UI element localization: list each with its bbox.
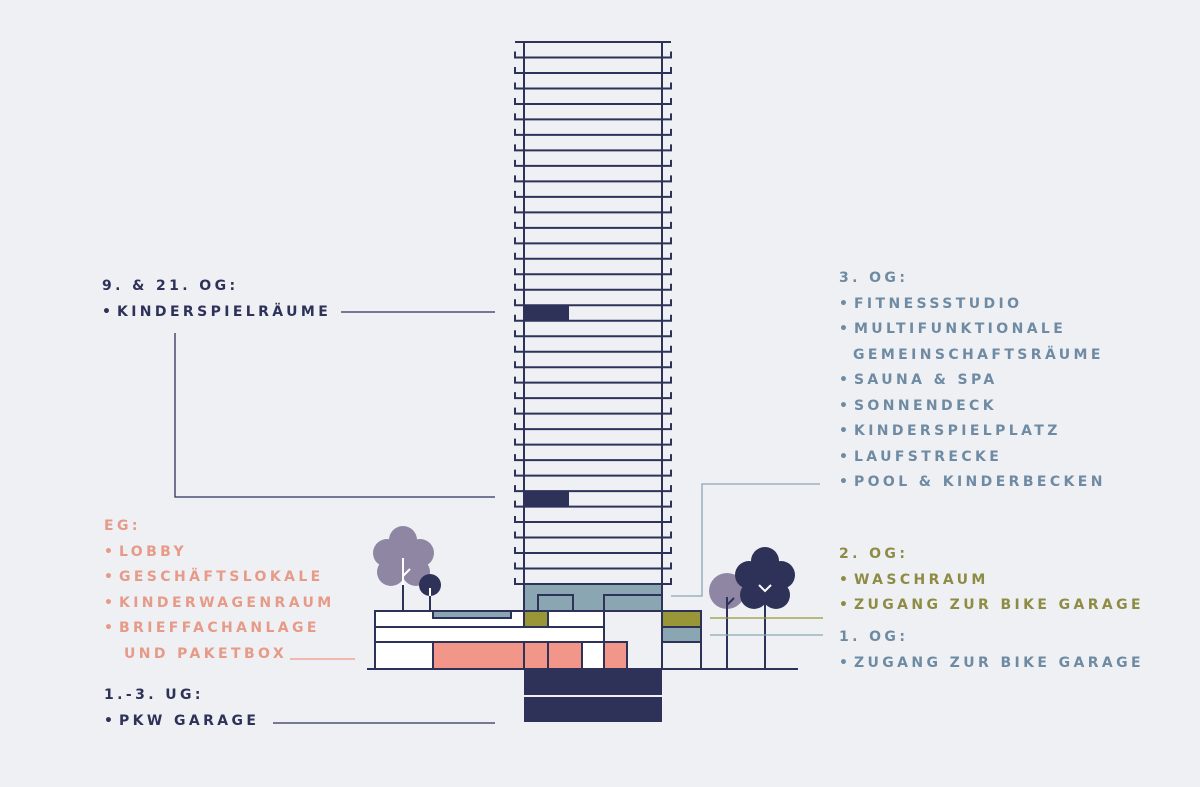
list-item: •SONNENDECK	[839, 397, 997, 414]
label-heading: 1.-3. UG:	[104, 687, 204, 703]
label-heading: 1. OG:	[839, 629, 909, 645]
leader-og3	[671, 483, 820, 597]
tower-base	[523, 584, 663, 670]
list-item: •SAUNA & SPA	[839, 372, 998, 388]
label-heading: 2. OG:	[839, 546, 909, 562]
tree-left-large	[373, 526, 434, 611]
label-eg: EG: •LOBBY •GESCHÄFTSLOKALE •KINDERWAGEN…	[104, 514, 335, 667]
bullet-icon: •	[104, 543, 113, 560]
bullet-icon: •	[104, 712, 113, 729]
label-heading: EG:	[104, 518, 141, 534]
label-heading: 9. & 21. OG:	[102, 278, 239, 294]
tree-right-large	[735, 547, 795, 669]
label-og-9-21: 9. & 21. OG: •KINDERSPIELRÄUME	[102, 274, 331, 325]
list-item: •PKW GARAGE	[104, 712, 260, 729]
list-item-continuation: UND PAKETBOX	[124, 645, 288, 662]
label-ug-1-3: 1.-3. UG: •PKW GARAGE	[104, 683, 259, 734]
bullet-icon: •	[839, 597, 848, 613]
list-item: •LOBBY	[104, 543, 187, 560]
label-og-2: 2. OG: •WASCHRAUM •ZUGANG ZUR BIKE GARAG…	[839, 542, 1144, 619]
list-item: •FITNESSSTUDIO	[839, 295, 1023, 312]
kinderspielraum-9og-block	[525, 491, 569, 506]
bullet-icon: •	[839, 372, 848, 388]
bullet-icon: •	[839, 397, 848, 414]
right-annex	[661, 610, 702, 670]
bullet-icon: •	[839, 321, 848, 337]
bullet-icon: •	[839, 571, 848, 588]
label-og-1: 1. OG: •ZUGANG ZUR BIKE GARAGE	[839, 625, 1144, 676]
bullet-icon: •	[104, 620, 113, 636]
list-item: •LAUFSTRECKE	[839, 448, 1003, 465]
list-item: •KINDERSPIELRÄUME	[102, 303, 332, 320]
bullet-icon: •	[839, 423, 848, 439]
underground-garage	[524, 670, 662, 722]
bullet-icon: •	[102, 303, 111, 320]
list-item: •MULTIFUNKTIONALE	[839, 321, 1067, 337]
list-item: •BRIEFFACHANLAGE	[104, 620, 320, 636]
list-item: •WASCHRAUM	[839, 571, 989, 588]
list-item: •KINDERSPIELPLATZ	[839, 423, 1061, 439]
leader-kinderspielraeume-9og	[174, 333, 495, 498]
bullet-icon: •	[839, 474, 848, 490]
tree-left-small	[419, 574, 441, 611]
list-item: •KINDERWAGENRAUM	[104, 594, 335, 611]
bullet-icon: •	[839, 295, 848, 312]
label-heading: 3. OG:	[839, 270, 909, 286]
bullet-icon: •	[104, 594, 113, 611]
tower	[514, 41, 672, 585]
bullet-icon: •	[839, 654, 848, 671]
list-item-continuation: GEMEINSCHAFTSRÄUME	[853, 346, 1104, 363]
bullet-icon: •	[104, 569, 113, 585]
kinderspielraum-21og-block	[525, 305, 569, 320]
list-item: •POOL & KINDERBECKEN	[839, 474, 1106, 490]
tree-right-small	[709, 573, 745, 669]
label-og-3: 3. OG: •FITNESSSTUDIO •MULTIFUNKTIONALE …	[839, 266, 1106, 496]
list-item: •ZUGANG ZUR BIKE GARAGE	[839, 654, 1145, 671]
list-item: •ZUGANG ZUR BIKE GARAGE	[839, 597, 1145, 613]
bullet-icon: •	[839, 448, 848, 465]
list-item: •GESCHÄFTSLOKALE	[104, 569, 324, 585]
